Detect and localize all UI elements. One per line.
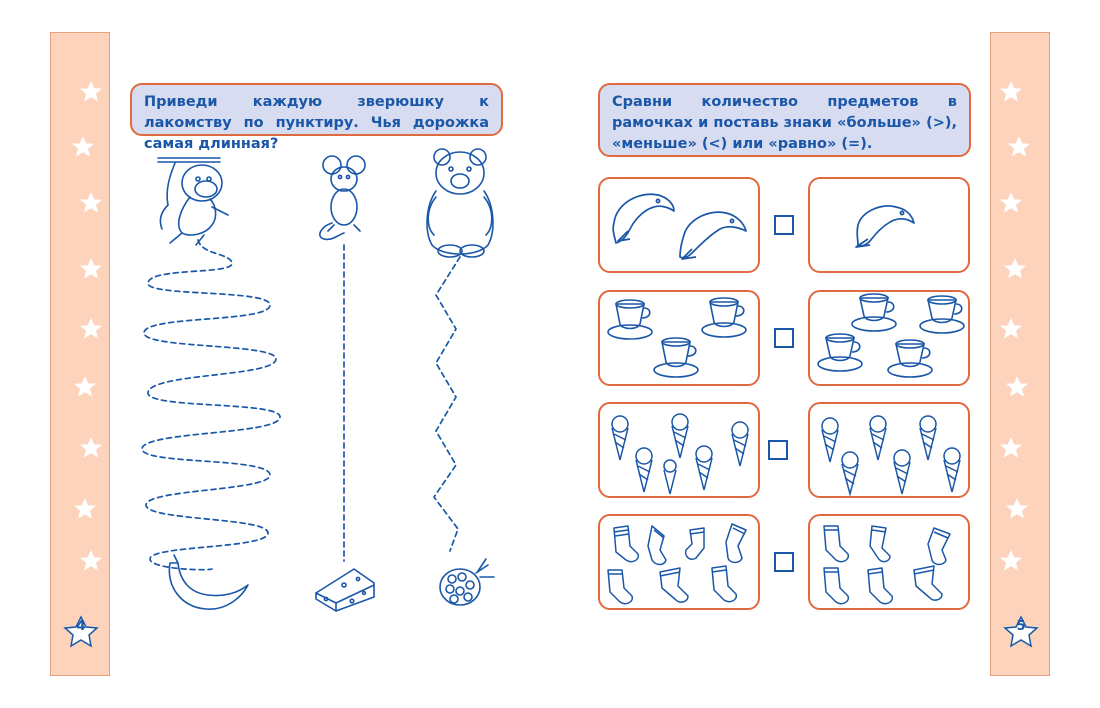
monkey-icon — [157, 157, 229, 246]
dolphin-group-2 — [612, 193, 747, 260]
bear-maze-path — [432, 256, 461, 552]
dolphin-icon — [679, 211, 747, 260]
star-icon — [80, 192, 102, 213]
comparison-sign-box[interactable] — [774, 328, 794, 348]
teacup-icon — [607, 299, 653, 340]
left-decorative-strip: 4 — [50, 32, 110, 676]
ice-cream-group-6 — [611, 413, 749, 495]
ice-cream-icon — [671, 413, 689, 459]
page-number: 4 — [76, 619, 86, 634]
banana-icon — [168, 554, 249, 610]
sock-icon — [869, 525, 891, 563]
ice-cream-icon — [731, 421, 749, 467]
ice-cream-icon — [635, 447, 653, 493]
sock-icon — [607, 569, 634, 605]
page-number-star-icon — [1003, 615, 1039, 648]
sock-icon — [684, 527, 705, 561]
teacup-icon — [887, 339, 933, 378]
star-icon — [1000, 550, 1022, 571]
sock-icon — [867, 567, 894, 605]
compare-frame-right-dolphins — [808, 177, 970, 273]
star-icon — [1008, 136, 1030, 157]
ice-cream-icon — [611, 415, 629, 461]
ice-cream-group-6-right — [821, 415, 961, 497]
stars-column-right — [1000, 81, 1039, 648]
star-icon — [1000, 437, 1022, 458]
teacup-group-4 — [817, 293, 965, 378]
page-number: 5 — [1016, 619, 1026, 634]
dolphin-icon — [855, 205, 915, 248]
comparison-sign-box[interactable] — [774, 215, 794, 235]
star-icon — [1000, 81, 1022, 102]
teacup-icon — [851, 293, 897, 332]
dolphin-icon — [612, 193, 675, 244]
ice-cream-icon — [919, 415, 937, 461]
ice-cream-icon — [663, 459, 677, 495]
compare-frame-left-dolphins — [598, 177, 760, 273]
teacup-icon — [653, 337, 699, 378]
star-icon — [1004, 258, 1026, 279]
sock-icon — [823, 525, 850, 563]
star-icon — [80, 258, 102, 279]
teacup-icon — [919, 295, 965, 334]
star-icon — [80, 550, 102, 571]
compare-frame-right-socks — [808, 514, 970, 610]
compare-frame-left-teacups — [598, 290, 760, 386]
ice-cream-icon — [943, 447, 961, 493]
star-icon — [74, 376, 96, 397]
ice-cream-icon — [821, 417, 839, 463]
star-icon — [80, 437, 102, 458]
star-icon — [1000, 192, 1022, 213]
teacup-icon — [701, 297, 747, 338]
sock-icon — [613, 525, 640, 563]
teacup-group-3 — [607, 297, 747, 378]
sock-group-6 — [823, 525, 951, 605]
compare-frame-left-socks — [598, 514, 760, 610]
compare-frame-right-ice-cream — [808, 402, 970, 498]
sock-icon — [823, 567, 850, 605]
ice-cream-icon — [869, 415, 887, 461]
cheese-icon — [315, 568, 375, 612]
raspberry-icon — [439, 558, 495, 606]
page-number-star-icon — [63, 615, 99, 648]
right-decorative-strip: 5 — [990, 32, 1050, 676]
teacup-icon — [817, 333, 863, 372]
star-icon — [1000, 318, 1022, 339]
compare-frame-left-ice-cream — [598, 402, 760, 498]
mazes-illustration — [141, 148, 495, 612]
sock-icon — [711, 565, 738, 603]
bear-icon — [426, 148, 494, 258]
sock-group-7 — [607, 523, 747, 605]
star-icon — [80, 318, 102, 339]
task-instruction-left: Приведи каждую зверюшку к лакомству по п… — [130, 83, 503, 152]
ice-cream-icon — [893, 449, 911, 495]
comparison-sign-box[interactable] — [768, 440, 788, 460]
star-icon — [1006, 498, 1028, 519]
ice-cream-icon — [695, 445, 713, 491]
sock-icon — [659, 567, 689, 603]
mouse-icon — [319, 155, 366, 241]
compare-frame-right-teacups — [808, 290, 970, 386]
task-instruction-right: Сравни количество предметов в рамочках и… — [598, 83, 971, 157]
sock-icon — [647, 525, 667, 566]
sock-icon — [913, 565, 943, 601]
comparison-sign-box[interactable] — [774, 552, 794, 572]
stars-column-left — [63, 81, 102, 648]
star-icon — [1006, 376, 1028, 397]
sock-icon — [725, 523, 747, 564]
ice-cream-icon — [841, 451, 859, 497]
star-icon — [80, 81, 102, 102]
star-icon — [72, 136, 94, 157]
sock-icon — [927, 527, 951, 566]
star-icon — [74, 498, 96, 519]
monkey-maze-path — [141, 239, 281, 571]
dolphin-group-1 — [855, 205, 915, 248]
